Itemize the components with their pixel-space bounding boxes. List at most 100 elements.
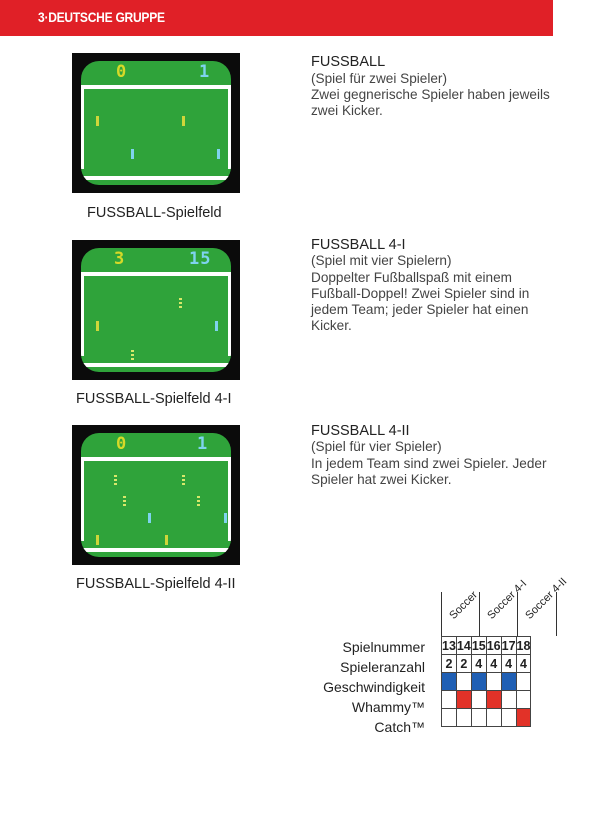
- table-row: 13 14 15 16 17 18: [441, 636, 532, 655]
- game-description: Zwei gegnerische Spieler haben jeweils z…: [311, 87, 550, 118]
- player-count-cell: 4: [500, 654, 517, 673]
- score-right: 15: [189, 249, 212, 269]
- game-number-cell: 13: [441, 636, 457, 655]
- table-row: [441, 672, 532, 691]
- speed-cell: [515, 672, 532, 691]
- table-row-labels: Spielnummer Spieleranzahl Geschwindigkei…: [323, 637, 425, 737]
- column-group-label: Soccer: [447, 589, 480, 622]
- row-label-speed: Geschwindigkeit: [323, 679, 425, 695]
- catch-cell: [470, 708, 487, 727]
- soccer-field: 0 1: [81, 61, 231, 185]
- player-marker: [224, 513, 227, 523]
- whammy-cell: [470, 690, 487, 709]
- player-marker: [123, 496, 126, 506]
- column-group-header: Soccer 4-I: [479, 578, 529, 636]
- player-count-cell: 4: [485, 654, 502, 673]
- whammy-cell: [515, 690, 532, 709]
- ball-marker: [179, 298, 182, 308]
- player-marker: [197, 496, 200, 506]
- column-group-header: Soccer 4-II: [517, 576, 569, 636]
- game-title: FUSSBALL: [311, 54, 386, 70]
- player-marker: [215, 321, 218, 331]
- catch-cell: [500, 708, 517, 727]
- column-group-header: Soccer: [441, 589, 480, 636]
- table-row: 2 2 4 4 4 4: [441, 654, 532, 673]
- field-top-line: [81, 457, 231, 461]
- whammy-cell: [441, 690, 457, 709]
- field-top-line: [81, 272, 231, 276]
- speed-cell: [500, 672, 517, 691]
- player-marker: [217, 149, 220, 159]
- speed-cell: [455, 672, 472, 691]
- game-subtitle: (Spiel für vier Spieler): [311, 439, 442, 454]
- screen-caption: FUSSBALL-Spielfeld 4-I: [76, 391, 232, 407]
- speed-cell: [470, 672, 487, 691]
- row-label-catch: Catch™: [374, 719, 425, 735]
- game-screen-3: 0 1: [72, 425, 240, 565]
- speed-cell: [441, 672, 457, 691]
- section-title: 3·DEUTSCHE GRUPPE: [38, 9, 165, 25]
- score-left: 0: [116, 434, 128, 454]
- player-marker: [96, 535, 99, 545]
- catch-cell: [515, 708, 532, 727]
- soccer-field: 0 1: [81, 433, 231, 557]
- player-count-cell: 2: [455, 654, 472, 673]
- player-count-cell: 4: [470, 654, 487, 673]
- speed-cell: [485, 672, 502, 691]
- field-left-goal: [81, 457, 84, 541]
- field-right-goal: [228, 272, 231, 356]
- field-bottom-line: [81, 363, 231, 367]
- score-left: 0: [116, 62, 128, 82]
- catch-cell: [455, 708, 472, 727]
- player-marker: [96, 116, 99, 126]
- catch-cell: [485, 708, 502, 727]
- player-marker: [114, 475, 117, 485]
- game-screen-2: 3 15: [72, 240, 240, 380]
- game-description: Doppelter Fußballspaß mit einem Fußball-…: [311, 270, 530, 333]
- row-label-player-count: Spieleranzahl: [340, 659, 425, 675]
- player-marker: [182, 475, 185, 485]
- catch-cell: [441, 708, 457, 727]
- score-left: 3: [114, 249, 126, 269]
- whammy-cell: [485, 690, 502, 709]
- field-left-goal: [81, 272, 84, 356]
- game-subtitle: (Spiel mit vier Spielern): [311, 253, 452, 268]
- whammy-cell: [455, 690, 472, 709]
- row-label-whammy: Whammy™: [351, 699, 425, 715]
- field-right-goal: [228, 85, 231, 169]
- game-description: In jedem Team sind zwei Spieler. Jeder S…: [311, 456, 547, 487]
- game-subtitle: (Spiel für zwei Spieler): [311, 71, 447, 86]
- screen-caption: FUSSBALL-Spielfeld 4-II: [76, 576, 236, 592]
- player-marker: [131, 149, 134, 159]
- player-count-cell: 2: [441, 654, 457, 673]
- field-bottom-line: [81, 548, 231, 552]
- score-right: 1: [199, 62, 211, 82]
- player-marker: [165, 535, 168, 545]
- game-screen-1: 0 1: [72, 53, 240, 193]
- player-marker: [96, 321, 99, 331]
- player-marker: [131, 350, 134, 360]
- whammy-cell: [500, 690, 517, 709]
- field-bottom-line: [81, 176, 231, 180]
- row-label-game-number: Spielnummer: [342, 639, 425, 655]
- player-marker: [182, 116, 185, 126]
- variations-grid: 13 14 15 16 17 18 2 2 4 4 4 4: [441, 636, 532, 727]
- game-number-cell: 17: [500, 636, 517, 655]
- field-top-line: [81, 85, 231, 89]
- game-number-cell: 18: [515, 636, 532, 655]
- field-left-goal: [81, 85, 84, 169]
- game-title: FUSSBALL 4-II: [311, 423, 410, 439]
- player-count-cell: 4: [515, 654, 532, 673]
- score-right: 1: [197, 434, 209, 454]
- screen-caption: FUSSBALL-Spielfeld: [87, 205, 222, 221]
- section-banner: 3·DEUTSCHE GRUPPE: [0, 0, 553, 36]
- table-row: [441, 708, 532, 727]
- table-row: [441, 690, 532, 709]
- game-number-cell: 16: [485, 636, 502, 655]
- column-group-label: Soccer 4-II: [523, 575, 570, 622]
- game-number-cell: 14: [455, 636, 472, 655]
- game-number-cell: 15: [470, 636, 487, 655]
- soccer-field: 3 15: [81, 248, 231, 372]
- field-right-goal: [228, 457, 231, 541]
- player-marker: [148, 513, 151, 523]
